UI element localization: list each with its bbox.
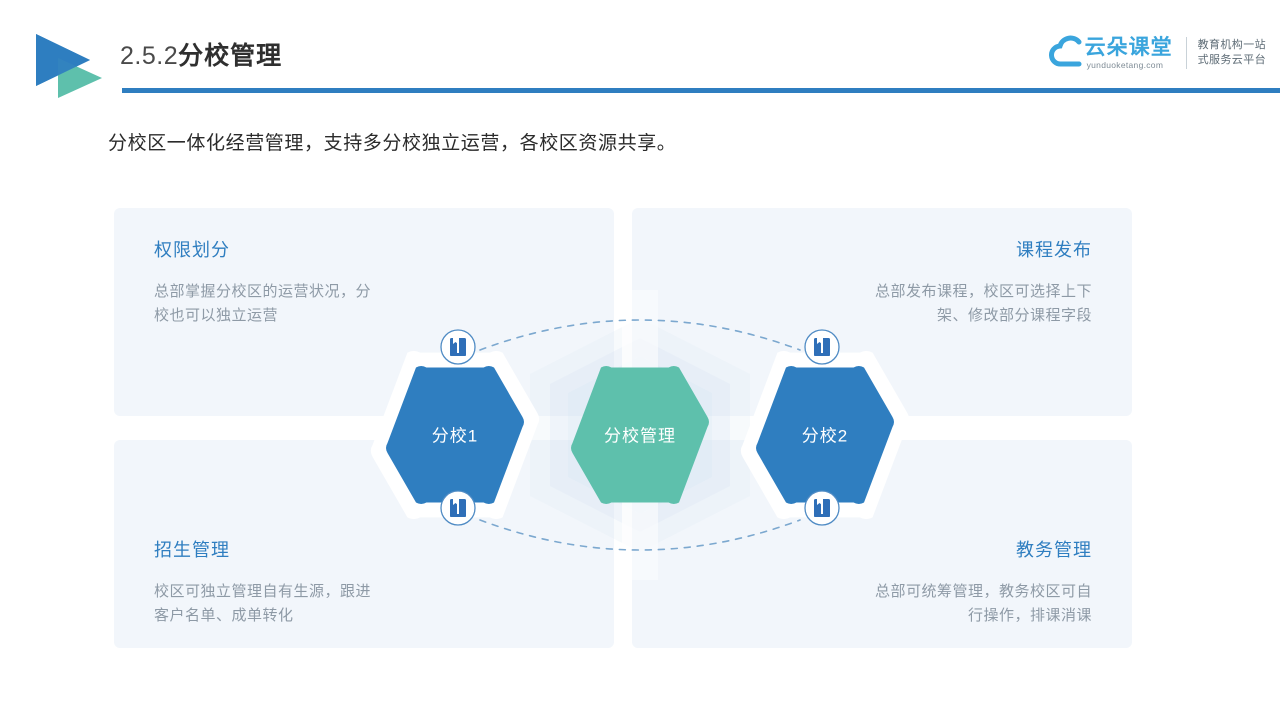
panel-description: 总部可统筹管理，教务校区可自 行操作，排课消课 xyxy=(874,583,1092,624)
page-subtitle: 分校区一体化经营管理，支持多分校独立运营，各校区资源共享。 xyxy=(108,133,677,154)
page-title: 2.5.2分校管理 xyxy=(120,44,282,69)
page-header: 2.5.2分校管理 云朵课堂 yunduoketang.com 教育机构一站 式… xyxy=(0,0,1280,100)
play-triangle-logo xyxy=(28,28,108,100)
panel-course-publish: 课程发布 总部发布课程，校区可选择上下 架、修改部分课程字段 xyxy=(632,208,1132,416)
brand-logo: 云朵课堂 yunduoketang.com 教育机构一站 式服务云平台 xyxy=(1048,30,1266,76)
cloud-icon xyxy=(1048,33,1091,73)
brand-name: 云朵课堂 xyxy=(1084,35,1173,59)
panel-description: 总部发布课程，校区可选择上下 架、修改部分课程字段 xyxy=(874,283,1092,324)
panel-description: 校区可独立管理自有生源，跟进 客户名单、成单转化 xyxy=(154,583,372,624)
panel-permission: 权限划分 总部掌握分校区的运营状况，分 校也可以独立运营 xyxy=(114,208,614,416)
brand-tagline-line1: 教育机构一站 xyxy=(1197,39,1266,51)
page-title-number: 2.5.2 xyxy=(120,42,179,70)
panel-academic-affairs: 教务管理 总部可统筹管理，教务校区可自 行操作，排课消课 xyxy=(632,440,1132,648)
brand-domain: yunduoketang.com xyxy=(1086,59,1164,70)
feature-panels: 权限划分 总部掌握分校区的运营状况，分 校也可以独立运营 课程发布 总部发布课程… xyxy=(114,208,1132,648)
title-underline xyxy=(122,88,1280,93)
panel-enrollment: 招生管理 校区可独立管理自有生源，跟进 客户名单、成单转化 xyxy=(114,440,614,648)
panel-description: 总部掌握分校区的运营状况，分 校也可以独立运营 xyxy=(154,283,372,324)
page-title-name: 分校管理 xyxy=(178,42,283,70)
panel-title: 招生管理 xyxy=(154,540,230,560)
brand-tagline-line2: 式服务云平台 xyxy=(1197,54,1266,66)
brand-text: 云朵课堂 yunduoketang.com xyxy=(1085,37,1173,70)
brand-tagline: 教育机构一站 式服务云平台 xyxy=(1198,38,1266,68)
panel-title: 课程发布 xyxy=(1016,240,1092,260)
panel-title: 教务管理 xyxy=(1016,540,1092,560)
panel-title: 权限划分 xyxy=(154,240,230,260)
brand-divider xyxy=(1185,37,1187,69)
